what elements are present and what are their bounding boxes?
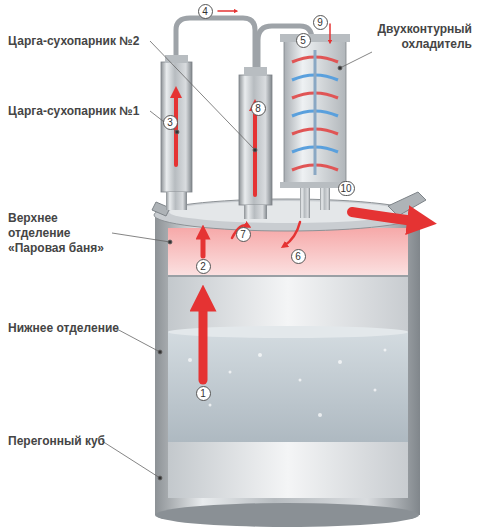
callout-number: 9 [317,17,323,28]
callout-circle: 1 [196,386,211,401]
part-label: Нижнее отделение [8,321,128,336]
part-label: Двухконтурный охладитель [352,22,472,52]
callout-number: 8 [255,103,261,114]
part-label: Царга-сухопарник №2 [8,34,158,49]
callout-circle: 4 [198,4,213,19]
callout-number: 7 [240,229,246,240]
callout-number: 4 [202,6,208,17]
callout-number: 6 [295,251,301,262]
callout-circle: 3 [163,115,178,130]
callout-circle: 10 [338,181,355,196]
part-label: Перегонный куб [8,434,128,449]
part-label: Верхнее отделение «Паровая баня» [8,211,123,256]
callout-circle: 6 [291,249,306,264]
callout-circle: 9 [313,15,328,30]
callout-number: 5 [300,35,306,46]
callout-circle: 2 [196,259,211,274]
part-label: Царга-сухопарник №1 [8,104,158,119]
callout-number: 3 [167,117,173,128]
callout-circle: 8 [251,101,266,116]
callout-circle: 7 [236,227,251,242]
callout-number: 1 [200,388,206,399]
callout-number: 10 [341,183,352,194]
callout-number: 2 [200,261,206,272]
callout-circle: 5 [296,33,311,48]
